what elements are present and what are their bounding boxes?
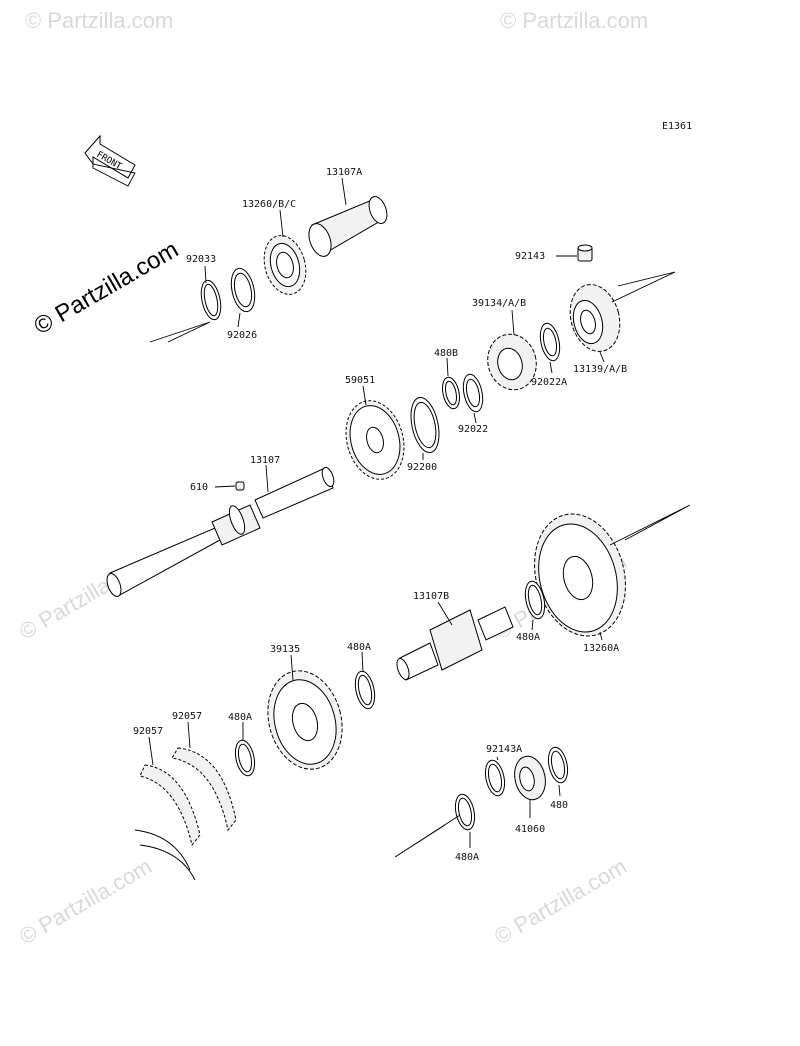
label-13139AB: 13139/A/B bbox=[573, 364, 627, 375]
part-13139AB-hub bbox=[569, 284, 621, 352]
part-92200-washer bbox=[410, 396, 440, 454]
part-92022A-washer bbox=[539, 322, 561, 362]
part-480B-circlip bbox=[441, 376, 461, 410]
part-92026-washer bbox=[230, 267, 256, 313]
watermark-top-left: © Partzilla.com bbox=[25, 8, 173, 33]
label-92022: 92022 bbox=[458, 424, 488, 435]
part-92057-chain-inner bbox=[139, 747, 237, 881]
part-13107A-sleeve bbox=[308, 196, 388, 257]
label-13107: 13107 bbox=[250, 455, 280, 466]
label-92033: 92033 bbox=[186, 254, 216, 265]
label-41060: 41060 bbox=[515, 824, 545, 835]
part-41060-ring bbox=[514, 755, 546, 801]
label-480B: 480B bbox=[434, 348, 458, 359]
label-92057-right: 92057 bbox=[172, 711, 202, 722]
watermark-top-right: © Partzilla.com bbox=[500, 8, 648, 33]
label-480A-bottom: 480A bbox=[455, 852, 479, 863]
label-59051: 59051 bbox=[345, 375, 375, 386]
part-480A-circlip-left bbox=[234, 739, 256, 777]
part-92143A-collar bbox=[484, 759, 506, 797]
diagram-code: E1361 bbox=[662, 121, 692, 132]
part-610-ball bbox=[235, 481, 245, 491]
label-13107A: 13107A bbox=[326, 167, 362, 178]
part-480A-circlip-bottom bbox=[454, 793, 476, 831]
label-13260BC: 13260/B/C bbox=[242, 199, 296, 210]
part-480-circlip bbox=[547, 746, 569, 784]
label-92022A: 92022A bbox=[531, 377, 567, 388]
part-92057-chain-outer bbox=[134, 764, 201, 871]
part-92022-washer bbox=[462, 373, 484, 413]
watermark-bottom-right: © Partzilla.com bbox=[490, 854, 631, 950]
part-39134AB-gear bbox=[487, 333, 537, 391]
part-92033-circlip bbox=[200, 279, 222, 321]
label-92057-left: 92057 bbox=[133, 726, 163, 737]
part-13260A-gear bbox=[534, 513, 626, 637]
part-480A-circlip-right bbox=[524, 580, 546, 620]
part-13107-shaft bbox=[106, 466, 335, 597]
part-92143-collar bbox=[577, 244, 593, 262]
label-92026: 92026 bbox=[227, 330, 257, 341]
part-13107B-shaft bbox=[396, 606, 514, 681]
watermark-bottom-left: © Partzilla.com bbox=[15, 854, 156, 950]
label-13107B: 13107B bbox=[413, 591, 449, 602]
watermark-main: © Partzilla.com bbox=[30, 236, 184, 340]
label-13260A: 13260A bbox=[583, 643, 619, 654]
label-610: 610 bbox=[190, 482, 208, 493]
label-92143A: 92143A bbox=[486, 744, 522, 755]
part-59051-sprocket bbox=[345, 400, 405, 480]
label-480: 480 bbox=[550, 800, 568, 811]
label-39135: 39135 bbox=[270, 644, 300, 655]
part-13260BC-gear bbox=[263, 235, 307, 295]
label-480A-right: 480A bbox=[516, 632, 540, 643]
label-480A-left: 480A bbox=[228, 712, 252, 723]
label-39134AB: 39134/A/B bbox=[472, 298, 526, 309]
label-480A-middle: 480A bbox=[347, 642, 371, 653]
label-92200: 92200 bbox=[407, 462, 437, 473]
front-arrow-icon: FRONT bbox=[84, 134, 136, 187]
part-480A-circlip-middle bbox=[354, 670, 376, 710]
part-39135-gear bbox=[267, 670, 343, 770]
label-92143: 92143 bbox=[515, 251, 545, 262]
